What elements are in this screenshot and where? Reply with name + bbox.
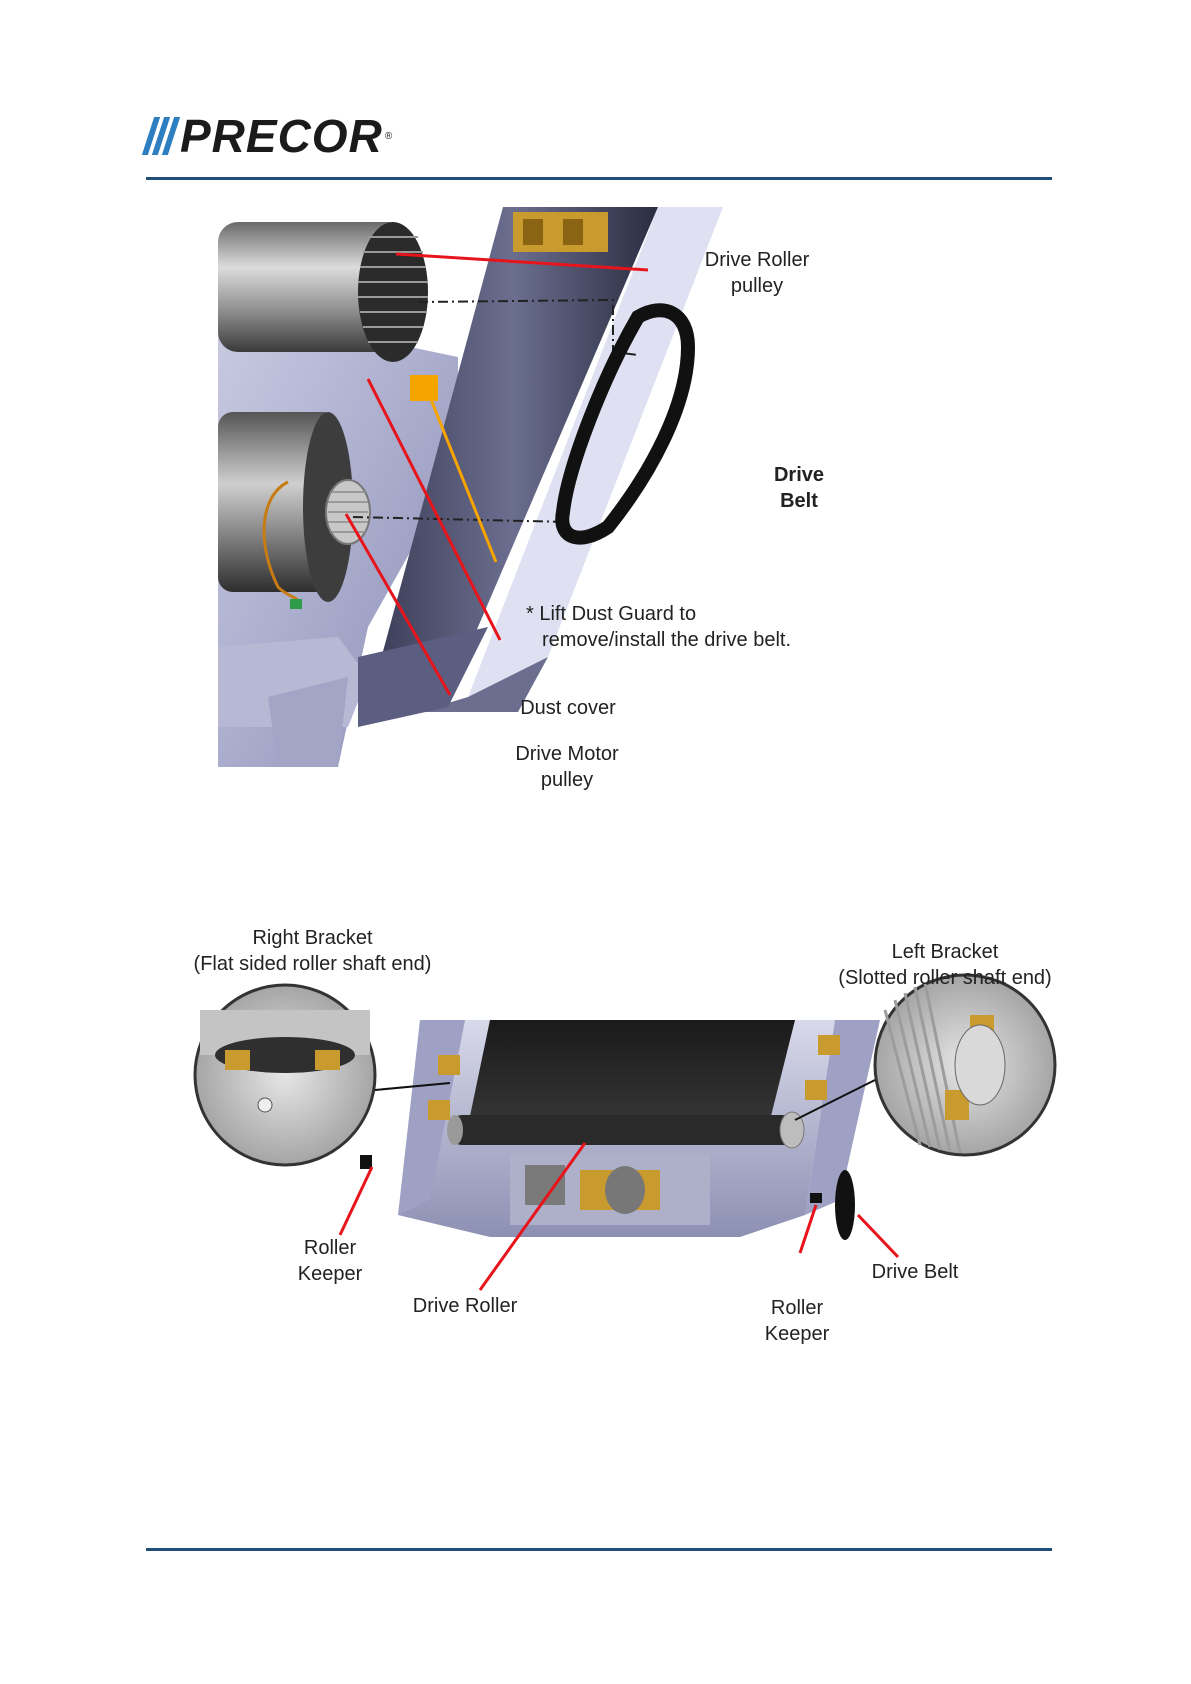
label-roller-keeper-left: Roller Keeper — [290, 1235, 370, 1287]
drive-roller-figure: Right Bracket (Flat sided roller shaft e… — [180, 915, 1080, 1340]
precor-logo: PRECOR ® — [148, 112, 392, 160]
header-rule — [146, 177, 1052, 180]
label-roller-keeper-right: Roller Keeper — [757, 1295, 837, 1347]
label-drive-roller: Drive Roller — [400, 1293, 530, 1319]
drive-belt-small — [835, 1170, 855, 1240]
logo-stripes-icon — [148, 117, 174, 155]
drive-belt-figure: Drive Roller pulley Drive Belt * Lift Du… — [218, 207, 1018, 797]
label-dust-cover: Dust cover — [508, 695, 628, 721]
roller-keeper-right — [810, 1193, 822, 1203]
dust-guard — [410, 375, 438, 401]
label-lift-dust-guard: * Lift Dust Guard to remove/install the … — [526, 601, 791, 653]
label-right-bracket: Right Bracket (Flat sided roller shaft e… — [180, 925, 445, 977]
callout-line-drive-belt — [858, 1215, 898, 1257]
footer-rule — [146, 1548, 1052, 1551]
roller-keeper-left — [360, 1155, 372, 1169]
callout-line-keeper-left — [340, 1167, 372, 1235]
logo-text: PRECOR — [180, 109, 383, 163]
label-left-bracket: Left Bracket (Slotted roller shaft end) — [810, 939, 1080, 991]
label-drive-roller-pulley: Drive Roller pulley — [682, 247, 832, 299]
label-drive-motor-pulley: Drive Motor pulley — [502, 741, 632, 793]
logo-registered-mark: ® — [385, 131, 392, 142]
label-drive-belt: Drive Belt — [754, 462, 844, 514]
label-drive-belt-2: Drive Belt — [860, 1259, 970, 1285]
drive-roller — [452, 1115, 792, 1145]
